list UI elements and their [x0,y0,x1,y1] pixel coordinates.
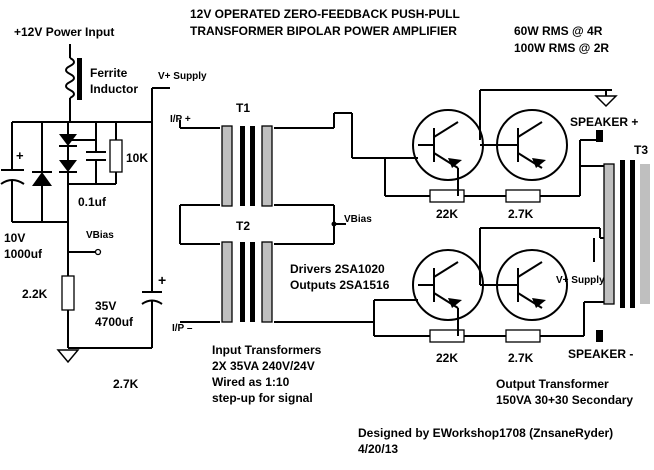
speaker-minus-label: SPEAKER - [568,347,633,361]
t2-primary-winding [222,242,232,322]
t3-core-left [620,160,625,308]
r22k-bottom-label: 22K [436,351,458,365]
t3-primary-outline [603,163,615,305]
output-bottom-collector [517,261,543,278]
vbias-mid-label: VBias [344,214,372,225]
t3-label: T3 [634,143,648,157]
ferrite-core [77,58,82,100]
t2-label: T2 [236,219,250,233]
ground-icon-right [594,95,618,108]
t3-primary-winding [604,164,614,304]
r10k-label: 10K [126,151,148,165]
c01-label: 0.1uf [78,195,107,209]
t2-core-left [240,242,245,322]
input-tx-note-1: Input Transformers [212,343,322,357]
drivers-label: Drivers 2SA1020 [290,262,385,276]
t1-primary-winding [222,126,232,206]
title-line-2: TRANSFORMER BIPOLAR POWER AMPLIFIER [190,24,457,38]
cap10v-plus: + [16,148,24,163]
ferrite-label-1: Ferrite [90,66,128,80]
cap35-label-2: 4700uf [95,315,134,329]
resistor-2-2k [61,275,75,311]
r22k-left-label: 2.2K [22,287,48,301]
ip-plus-label: I/P + [170,114,191,125]
cap10v-label-1: 10V [4,231,25,245]
t1-core-left [240,126,245,206]
rating-2r: 100W RMS @ 2R [514,41,609,55]
t3-core-right [630,160,635,308]
speaker-plus-label: SPEAKER + [570,115,638,129]
driver-top-collector [433,121,459,138]
vplus-supply-label: V+ Supply [158,71,207,82]
output-tx-note-1: Output Transformer [496,377,609,391]
resistor-10k [109,139,123,173]
designer-credit: Designed by EWorkshop1708 (ZnsaneRyder) [358,426,613,440]
t1-core-right [250,126,255,206]
t1-primary-outline [221,125,233,207]
ip-minus-label: I/P – [172,323,193,334]
cap35-label-1: 35V [95,299,116,313]
t2-secondary-outline [261,241,273,323]
cap10v-label-2: 1000uf [4,247,43,261]
title-line-1: 12V OPERATED ZERO-FEEDBACK PUSH-PULL [190,7,460,21]
t1-label: T1 [236,101,250,115]
outputs-label: Outputs 2SA1516 [290,278,390,292]
resistor-2-7k-bottom [505,329,541,343]
t3-secondary-winding [640,164,650,304]
r27k-top-label: 2.7K [508,207,534,221]
output-tx-note-2: 150VA 30+30 Secondary [496,393,633,407]
t2-primary-outline [221,241,233,323]
speaker-minus-terminal [596,330,603,342]
ferrite-label-2: Inductor [90,82,138,96]
t1-secondary-outline [261,125,273,207]
power-input-label: +12V Power Input [14,25,114,39]
r27k-left-label: 2.7K [113,377,139,391]
cap35-plus: + [158,272,166,288]
zener-diode-left [32,172,52,186]
input-tx-note-4: step-up for signal [212,391,313,405]
resistor-2-7k-top [505,189,541,203]
input-tx-note-2: 2X 35VA 240V/24V [212,359,315,373]
t1-secondary-winding [262,126,272,206]
input-tx-note-3: Wired as 1:10 [212,375,290,389]
t2-core-right [250,242,255,322]
driver-top-arrow [448,158,462,168]
diode-2 [59,160,77,172]
speaker-plus-terminal [596,130,603,142]
vplus-supply-right-label: V+ Supply [556,275,605,286]
ground-icon-left [56,349,80,364]
vbias-node [94,248,102,256]
driver-bottom-arrow [448,298,462,308]
output-bottom-arrow [532,298,546,308]
output-top-arrow [532,158,546,168]
vbias-label-left: VBias [86,230,114,241]
r22k-top-label: 22K [436,207,458,221]
rating-4r: 60W RMS @ 4R [514,24,603,38]
r27k-bottom-label: 2.7K [508,351,534,365]
design-date: 4/20/13 [358,442,398,456]
inductor-coil [65,57,75,99]
driver-bottom-collector [433,261,459,278]
t2-secondary-winding [262,242,272,322]
output-top-collector [517,121,543,138]
